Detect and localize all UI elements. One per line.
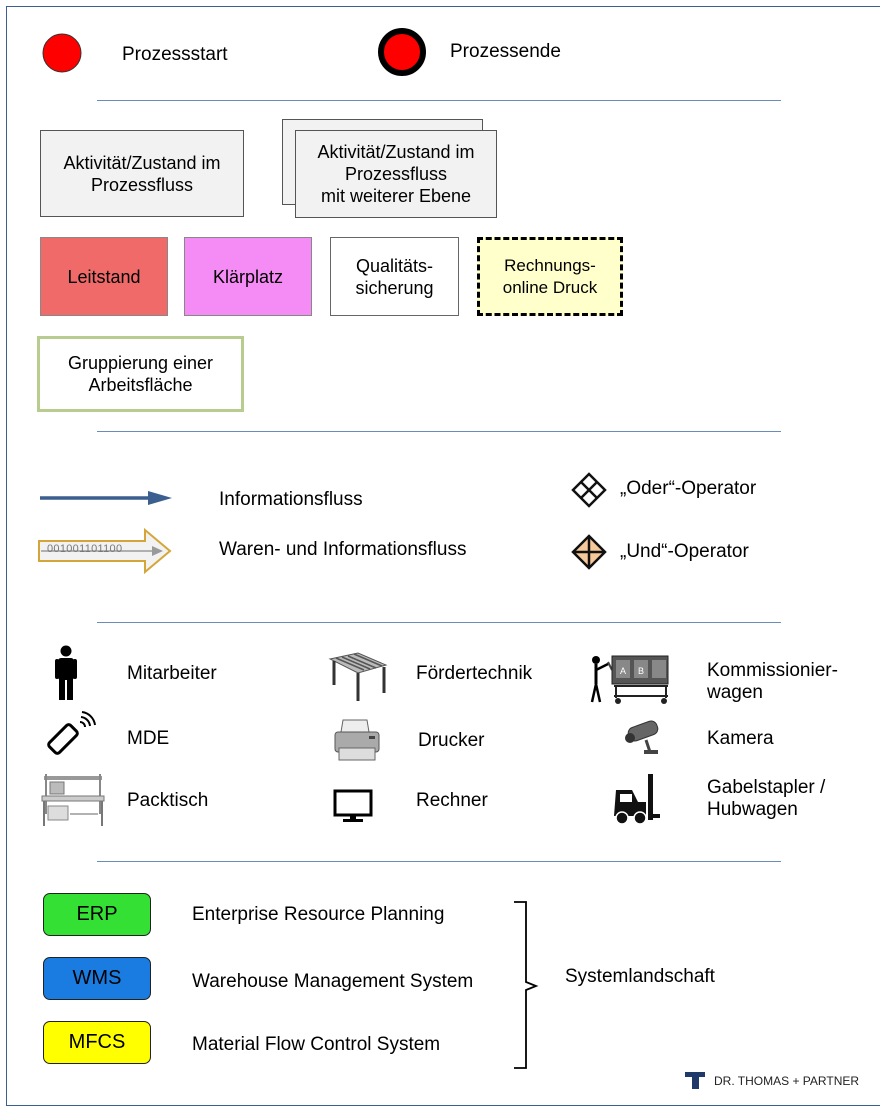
forklift-icon [614, 774, 660, 825]
mfcs-description: Material Flow Control System [192, 1034, 441, 1055]
conveyor-icon [328, 652, 388, 701]
leitstand-box: Leitstand [40, 237, 168, 316]
info-flow-arrow [40, 491, 172, 505]
activity-box: Aktivität/Zustand im Prozessfluss [40, 130, 244, 217]
qualitaet-box: Qualitäts- sicherung [330, 237, 459, 316]
packing-table-icon [41, 774, 105, 826]
wms-description: Warehouse Management System [192, 971, 474, 992]
klaerplatz-box: Klärplatz [184, 237, 312, 316]
gabelstapler-label: Gabelstapler / Hubwagen [707, 777, 826, 820]
leitstand-text: Leitstand [67, 266, 141, 287]
process-start-label: Prozessstart [122, 44, 228, 65]
svg-text:A: A [620, 666, 626, 676]
mitarbeiter-label: Mitarbeiter [127, 663, 217, 684]
company-name: DR. THOMAS + PARTNER [714, 1074, 860, 1088]
rechner-label: Rechner [416, 790, 488, 811]
info-flow-label: Informationsfluss [219, 489, 363, 510]
separator-3 [97, 622, 781, 623]
drucker-label: Drucker [418, 730, 485, 751]
process-end-label: Prozessende [450, 41, 561, 62]
printer-icon [334, 719, 380, 761]
goods-flow-binary: 001001101100 [47, 543, 123, 555]
separator-4 [97, 861, 781, 862]
systemlandschaft-label: Systemlandschaft [565, 966, 715, 987]
gruppierung-text: Gruppierung einer Arbeitsfläche [67, 353, 214, 395]
camera-icon [625, 720, 659, 754]
packtisch-label: Packtisch [127, 790, 209, 811]
system-bracket [514, 901, 539, 1069]
process-start-symbol [42, 33, 82, 73]
mobile-device-icon [47, 711, 96, 755]
and-operator-icon [571, 534, 607, 570]
person-icon [55, 645, 77, 700]
svg-text:B: B [638, 666, 644, 676]
foerdertechnik-label: Fördertechnik [416, 663, 533, 684]
rechnung-text: Rechnungs- online Druck [502, 255, 598, 297]
separator-1 [97, 100, 781, 101]
picking-cart-icon: A B [590, 655, 669, 704]
goods-flow-arrow [38, 527, 172, 575]
kamera-label: Kamera [707, 728, 774, 749]
and-operator-label: „Und“-Operator [620, 541, 749, 562]
or-operator-label: „Oder“-Operator [620, 478, 757, 499]
gruppierung-box: Gruppierung einer Arbeitsfläche [37, 336, 244, 412]
separator-2 [97, 431, 781, 432]
mfcs-box: MFCS [43, 1021, 151, 1064]
activity-layered-box: Aktivität/Zustand im Prozessfluss mit we… [295, 130, 497, 218]
computer-icon [333, 789, 373, 822]
qualitaet-text: Qualitäts- sicherung [355, 255, 434, 298]
process-end-symbol [378, 28, 426, 76]
rechnung-box: Rechnungs- online Druck [477, 237, 623, 316]
activity-layered-text: Aktivität/Zustand im Prozessfluss mit we… [317, 142, 475, 206]
mde-label: MDE [127, 728, 170, 749]
wms-box: WMS [43, 957, 151, 1000]
kommissionier-label: Kommissionier- wagen [707, 660, 838, 703]
company-logo-icon [685, 1072, 705, 1089]
goods-flow-label: Waren- und Informationsfluss [219, 539, 467, 560]
wms-label: WMS [72, 967, 122, 989]
or-operator-icon [571, 472, 607, 508]
klaerplatz-text: Klärplatz [212, 266, 284, 287]
mfcs-label: MFCS [68, 1031, 126, 1053]
activity-text: Aktivität/Zustand im Prozessfluss [63, 152, 221, 195]
erp-label: ERP [76, 903, 118, 925]
erp-description: Enterprise Resource Planning [192, 904, 445, 925]
erp-box: ERP [43, 893, 151, 936]
